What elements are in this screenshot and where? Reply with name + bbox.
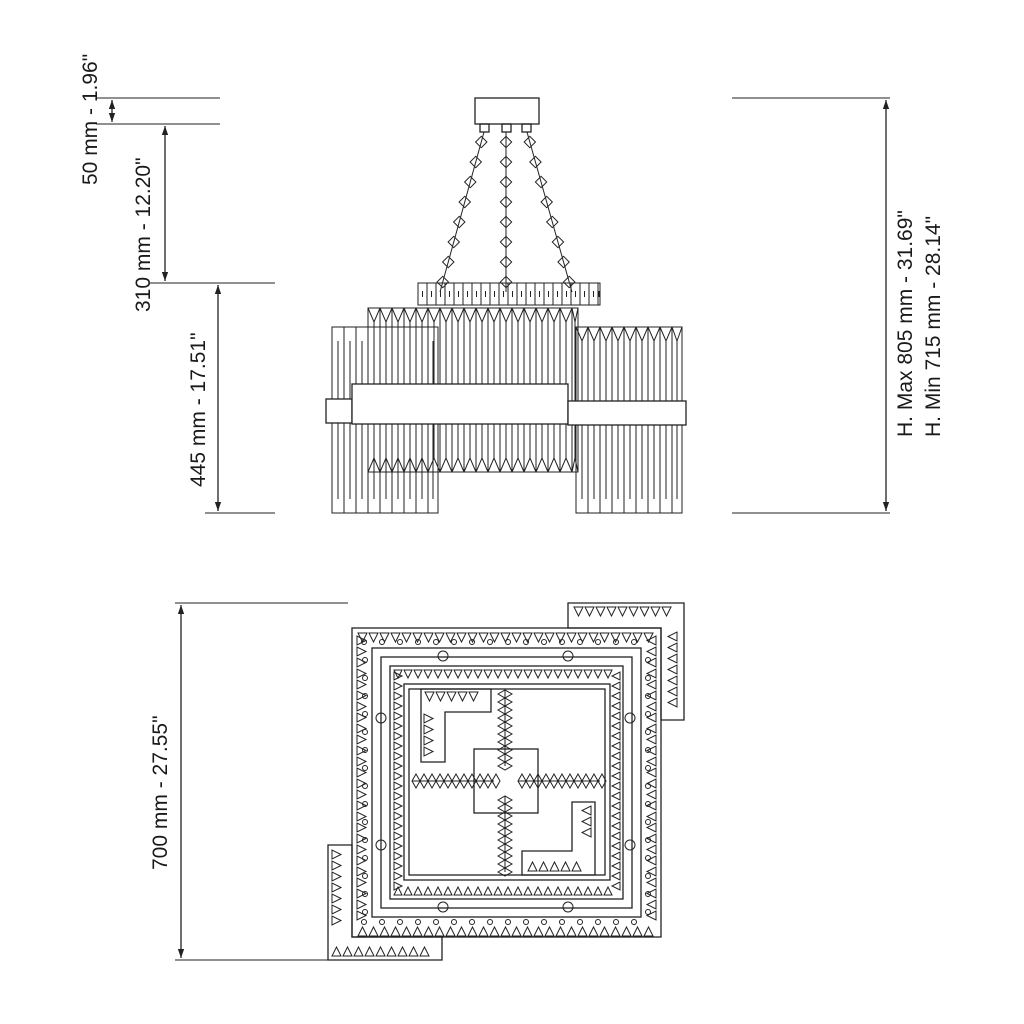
dim-top-gap-label: 50 mm - 1.96" (79, 54, 102, 185)
dim-width-label: 700 mm - 27.55" (149, 715, 172, 870)
outer-frame (351, 627, 662, 938)
ceiling-canopy (474, 97, 540, 125)
metal-band-left (325, 398, 353, 424)
suspension-chains (436, 131, 576, 293)
dim-chain-length-label: 310 mm - 12.20" (132, 157, 155, 312)
dim-body-height-label: 445 mm - 17.51" (187, 332, 210, 487)
dim-height-min-label: H. Min 715 mm - 28.14" (922, 216, 945, 437)
plan-view-dimension-lines (175, 602, 348, 961)
crystal-arms (411, 689, 607, 877)
mounting-holes (361, 639, 651, 925)
metal-band-center (351, 383, 569, 425)
crystal-top-row (417, 282, 601, 306)
crystal-triangle-pattern (331, 606, 678, 957)
dim-height-max-label: H. Max 805 mm - 31.69" (894, 210, 917, 437)
chandelier-side-view (325, 97, 687, 514)
metal-band-right (567, 400, 687, 426)
inner-frame (408, 688, 606, 876)
chandelier-plan-view (327, 602, 685, 961)
side-view-dimension-lines (96, 97, 890, 514)
